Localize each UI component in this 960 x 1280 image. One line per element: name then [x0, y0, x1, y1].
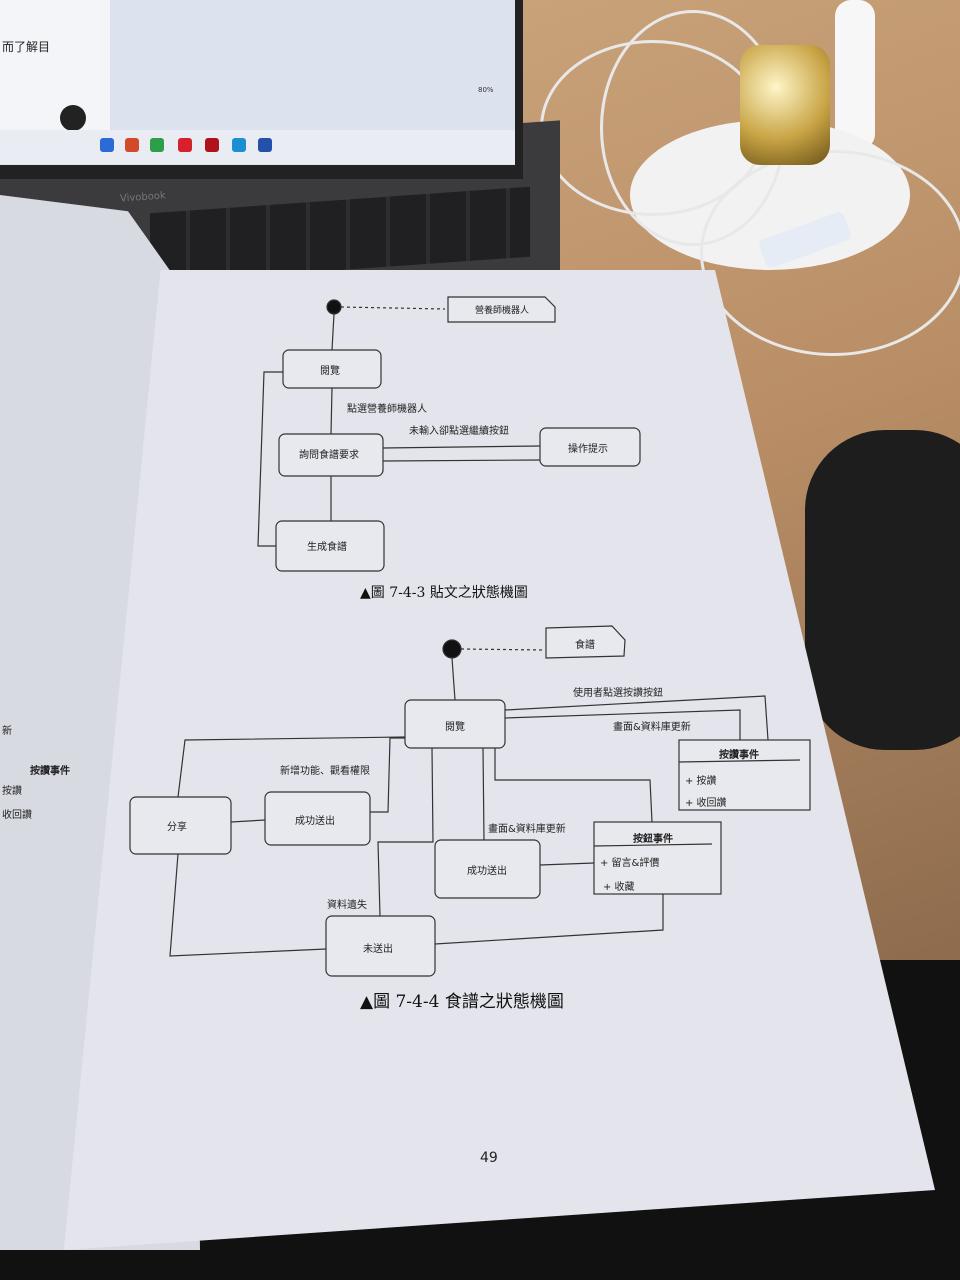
app-icon: [178, 138, 192, 152]
laptop-screen: 而了解目 80%: [0, 0, 523, 179]
diagram2-caption: ▲圖 7-4-4 食譜之狀態機圖: [360, 992, 564, 1012]
diagram1-transition-not-input: 未輸入卻點選繼續按鈕: [409, 426, 509, 437]
lamp-pole: [835, 0, 875, 150]
zoom-level: 80%: [478, 86, 494, 94]
diagram2-button-class-title: 按鈕事件: [633, 834, 673, 845]
diagram2-transition-new-feature: 新增功能、觀看權限: [280, 766, 370, 777]
diagram2-like-class-title: 按讚事件: [719, 750, 759, 761]
diagram2-like-item: + 按讚: [685, 776, 717, 787]
diagram1-state-hint: 操作提示: [568, 444, 608, 455]
diagram1-state-home: 閱覽: [320, 366, 340, 377]
app-icon: [232, 138, 246, 152]
diagram2-state-sent-2: 成功送出: [467, 866, 507, 877]
left-page-label: 新: [2, 726, 12, 737]
left-page-label: 按讚: [2, 786, 22, 797]
cable: [700, 150, 960, 356]
app-icon: [205, 138, 219, 152]
diagram1-state-generate: 生成食譜: [307, 542, 347, 553]
app-icon: [258, 138, 272, 152]
left-page-label: 收回讚: [2, 810, 32, 821]
app-icon: [150, 138, 164, 152]
diagram2-state-sent-1: 成功送出: [295, 816, 335, 827]
chat-panel: 而了解目: [0, 0, 110, 150]
diagram2-button-item: + 留言&評價: [600, 858, 660, 869]
diagram1-state-ask: 詢問食譜要求: [299, 450, 359, 461]
diagram2-transition-data-lost: 資料遺失: [327, 900, 367, 911]
diagram2-transition-refresh-top: 畫面&資料庫更新: [613, 722, 691, 733]
cosmetic-jar: [740, 45, 830, 165]
app-icon: [125, 138, 139, 152]
diagram2-note-label: 食譜: [575, 640, 595, 651]
left-page-label: 按讚事件: [30, 766, 70, 777]
diagram1-caption-text: 圖 7-4-3 貼文之狀態機圖: [370, 585, 528, 601]
diagram2-like-item: + 收回讚: [685, 798, 727, 809]
diagram2-transition-user-click: 使用者點選按讚按鈕: [573, 688, 663, 699]
diagram1-caption: ▲圖 7-4-3 貼文之狀態機圖: [360, 585, 528, 601]
diagram2-caption-text: 圖 7-4-4 食譜之狀態機圖: [373, 992, 564, 1012]
diagram2-button-item: + 收藏: [603, 882, 635, 893]
diagram1-transition-click: 點選營養師機器人: [347, 404, 427, 415]
computer-mouse: [805, 430, 960, 750]
diagram1-note-label: 營養師機器人: [475, 306, 530, 316]
taskbar: [0, 130, 515, 164]
page-number: 49: [480, 1150, 498, 1166]
chat-text: 而了解目: [2, 40, 51, 54]
voice-button: [60, 105, 86, 131]
diagram2-state-unsent: 未送出: [363, 944, 393, 955]
diagram2-transition-refresh-mid: 畫面&資料庫更新: [488, 824, 566, 835]
diagram2-state-home: 閱覽: [445, 722, 465, 733]
app-icon: [100, 138, 114, 152]
diagram2-state-share: 分享: [167, 822, 187, 833]
